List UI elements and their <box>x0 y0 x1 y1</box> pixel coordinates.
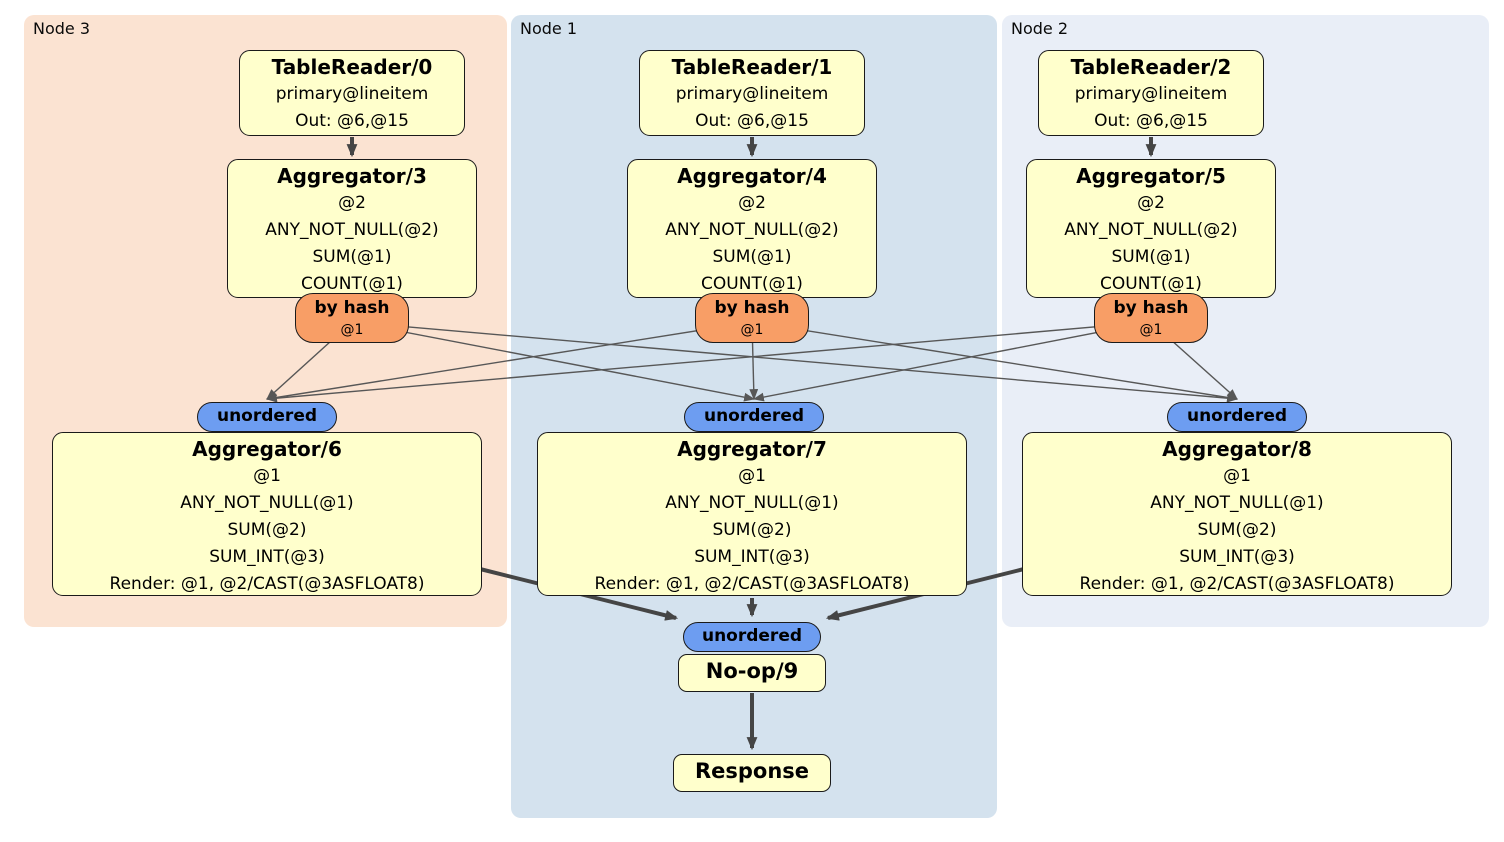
router-by-hash-node2: by hash @1 <box>1094 293 1208 343</box>
agg-func: ANY_NOT_NULL(@2) <box>665 220 839 240</box>
router-label: by hash <box>1113 298 1189 318</box>
agg-group-cols: @2 <box>1137 193 1165 213</box>
edge-router5-stream-node1 <box>752 321 1152 402</box>
node-index: primary@lineitem <box>1074 84 1228 104</box>
agg-func: ANY_NOT_NULL(@1) <box>1150 493 1324 513</box>
agg-render-expr: Render: @1, @2/CAST(@3ASFLOAT8) <box>109 574 425 594</box>
edge-router4-stream-node2 <box>751 321 1239 402</box>
node-output-columns: Out: @6,@15 <box>1094 111 1208 131</box>
node-tablereader-2: TableReader/2 primary@lineitem Out: @6,@… <box>1038 50 1264 136</box>
agg-group-cols: @2 <box>338 193 366 213</box>
router-label: by hash <box>314 298 390 318</box>
node-title: TableReader/1 <box>671 55 833 79</box>
edge-router4-stream-node3 <box>265 321 753 402</box>
node-aggregator-3: Aggregator/3 @2 ANY_NOT_NULL(@2) SUM(@1)… <box>227 159 477 298</box>
region-label: Node 2 <box>1011 19 1069 38</box>
stream-unordered-final: unordered <box>683 622 821 652</box>
router-key: @1 <box>740 322 764 338</box>
agg-group-cols: @1 <box>253 466 281 486</box>
node-aggregator-7: Aggregator/7 @1 ANY_NOT_NULL(@1) SUM(@2)… <box>537 432 967 596</box>
region-label: Node 3 <box>33 19 91 38</box>
node-title: Aggregator/6 <box>192 437 342 461</box>
stream-unordered-node3: unordered <box>197 402 337 432</box>
node-index: primary@lineitem <box>675 84 829 104</box>
node-title: TableReader/2 <box>1070 55 1232 79</box>
node-aggregator-4: Aggregator/4 @2 ANY_NOT_NULL(@2) SUM(@1)… <box>627 159 877 298</box>
agg-group-cols: @1 <box>738 466 766 486</box>
agg-func: ANY_NOT_NULL(@2) <box>1064 220 1238 240</box>
router-by-hash-node1: by hash @1 <box>695 293 809 343</box>
node-title: Aggregator/5 <box>1076 164 1226 188</box>
agg-func: ANY_NOT_NULL(@1) <box>180 493 354 513</box>
node-title: Response <box>694 759 810 783</box>
node-noop-9: No-op/9 <box>678 654 826 692</box>
router-key: @1 <box>340 322 364 338</box>
agg-func: SUM(@2) <box>227 520 307 540</box>
agg-func: ANY_NOT_NULL(@2) <box>265 220 439 240</box>
agg-func: COUNT(@1) <box>1100 274 1202 294</box>
node-aggregator-8: Aggregator/8 @1 ANY_NOT_NULL(@1) SUM(@2)… <box>1022 432 1452 596</box>
region-label: Node 1 <box>520 19 578 38</box>
node-response: Response <box>673 754 831 792</box>
agg-func: SUM_INT(@3) <box>694 547 810 567</box>
node-title: Aggregator/8 <box>1162 437 1312 461</box>
node-tablereader-1: TableReader/1 primary@lineitem Out: @6,@… <box>639 50 865 136</box>
node-title: TableReader/0 <box>271 55 433 79</box>
agg-render-expr: Render: @1, @2/CAST(@3ASFLOAT8) <box>594 574 910 594</box>
agg-func: SUM(@1) <box>712 247 792 267</box>
agg-func: COUNT(@1) <box>301 274 403 294</box>
node-tablereader-0: TableReader/0 primary@lineitem Out: @6,@… <box>239 50 465 136</box>
agg-func: SUM_INT(@3) <box>209 547 325 567</box>
stream-unordered-node2: unordered <box>1167 402 1307 432</box>
node-output-columns: Out: @6,@15 <box>695 111 809 131</box>
agg-group-cols: @2 <box>738 193 766 213</box>
agg-func: ANY_NOT_NULL(@1) <box>665 493 839 513</box>
node-title: No-op/9 <box>705 659 799 683</box>
agg-func: SUM(@1) <box>312 247 392 267</box>
router-key: @1 <box>1139 322 1163 338</box>
agg-func: SUM(@2) <box>1197 520 1277 540</box>
agg-func: SUM_INT(@3) <box>1179 547 1295 567</box>
edge-router5-stream-node3 <box>265 321 1152 403</box>
node-aggregator-5: Aggregator/5 @2 ANY_NOT_NULL(@2) SUM(@1)… <box>1026 159 1276 298</box>
agg-func: SUM(@1) <box>1111 247 1191 267</box>
edge-router3-stream-node1 <box>351 321 756 402</box>
node-index: primary@lineitem <box>275 84 429 104</box>
agg-func: COUNT(@1) <box>701 274 803 294</box>
node-title: Aggregator/4 <box>677 164 827 188</box>
agg-render-expr: Render: @1, @2/CAST(@3ASFLOAT8) <box>1079 574 1395 594</box>
node-output-columns: Out: @6,@15 <box>295 111 409 131</box>
node-aggregator-6: Aggregator/6 @1 ANY_NOT_NULL(@1) SUM(@2)… <box>52 432 482 596</box>
agg-func: SUM(@2) <box>712 520 792 540</box>
router-label: by hash <box>714 298 790 318</box>
router-by-hash-node3: by hash @1 <box>295 293 409 343</box>
agg-group-cols: @1 <box>1223 466 1251 486</box>
edge-router3-stream-node2 <box>351 321 1239 403</box>
node-title: Aggregator/7 <box>677 437 827 461</box>
node-title: Aggregator/3 <box>277 164 427 188</box>
stream-unordered-node1: unordered <box>684 402 824 432</box>
